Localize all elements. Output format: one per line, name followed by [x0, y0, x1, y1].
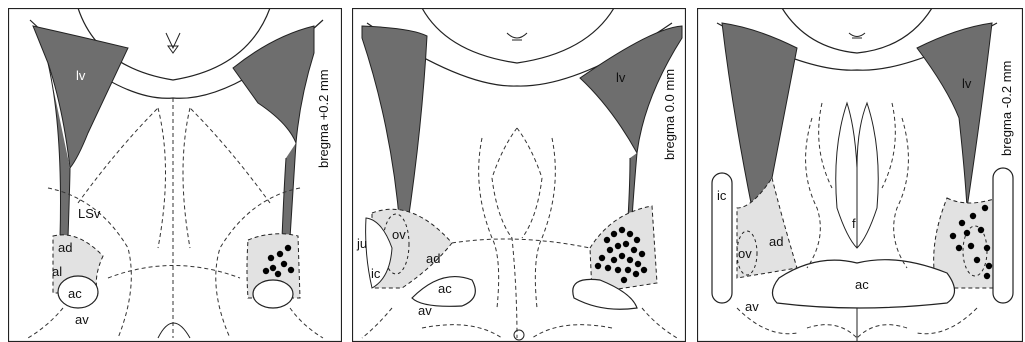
panel-2-drawing: lv ju ov ic ad ac av bregma 0.0 mm — [352, 8, 686, 342]
third-ventricle-floor — [158, 323, 190, 338]
label-ju: ju — [356, 236, 367, 251]
label-lv: lv — [962, 76, 972, 91]
lateral-ventricle-left — [33, 26, 128, 168]
bregma-label: bregma 0.0 mm — [662, 69, 677, 160]
third-ventricle-circle — [514, 330, 524, 340]
anterior-commissure-right — [253, 280, 293, 308]
label-lsv: LSv — [78, 206, 101, 221]
label-lv: lv — [616, 70, 626, 85]
label-ad: ad — [426, 251, 440, 266]
panel-bregma-minus-0-2: lv ic ov ad f ac av bregma -0.2 mm — [697, 8, 1023, 342]
label-f: f — [852, 216, 856, 231]
lateral-ventricle-left — [722, 23, 797, 208]
label-av: av — [418, 303, 432, 318]
label-lv: lv — [76, 68, 86, 83]
lateral-ventricle-left — [362, 26, 427, 228]
label-ic: ic — [717, 188, 727, 203]
panel-bregma-plus-0-2: lv LSv ad al ac av bregma +0.2 mm — [8, 8, 342, 342]
bregma-label: bregma +0.2 mm — [316, 69, 331, 168]
internal-capsule-right — [993, 168, 1013, 303]
panel-bregma-0-0: lv ju ov ic ad ac av bregma 0.0 mm — [352, 8, 686, 342]
label-ac: ac — [68, 286, 82, 301]
top-arch — [422, 8, 614, 63]
label-av: av — [745, 299, 759, 314]
panel-3-drawing: lv ic ov ad f ac av bregma -0.2 mm — [697, 8, 1023, 342]
label-ic: ic — [371, 266, 381, 281]
label-ac: ac — [438, 281, 452, 296]
label-al: al — [52, 264, 62, 279]
midline-structure — [507, 33, 527, 40]
bregma-label: bregma -0.2 mm — [999, 61, 1014, 156]
label-av: av — [75, 312, 89, 327]
label-ad: ad — [58, 240, 72, 255]
midline-structure — [849, 33, 865, 38]
panel-1-drawing: lv LSv ad al ac av bregma +0.2 mm — [8, 8, 342, 342]
label-ov: ov — [738, 246, 752, 261]
lateral-ventricle-right — [233, 26, 314, 143]
ventricle-right-tail — [282, 143, 296, 238]
lateral-ventricle-right — [917, 23, 992, 208]
label-ov: ov — [392, 227, 406, 242]
top-arch — [782, 8, 932, 53]
label-ac: ac — [855, 277, 869, 292]
label-ad: ad — [769, 234, 783, 249]
bnst-region-left — [737, 178, 797, 278]
midline-structure — [166, 33, 180, 53]
ventricle-right-tail — [628, 153, 637, 218]
